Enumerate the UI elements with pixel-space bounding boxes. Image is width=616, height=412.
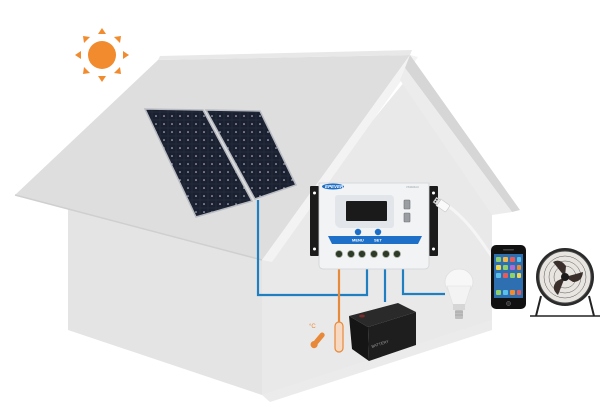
menu-button[interactable] bbox=[354, 228, 362, 236]
battery-label: BATTERY bbox=[371, 339, 390, 349]
controller-brand: EPEVER bbox=[325, 184, 344, 189]
set-button[interactable] bbox=[374, 228, 382, 236]
solar-panel-right bbox=[204, 109, 298, 200]
usb-port-2[interactable] bbox=[403, 212, 411, 223]
solar-panels bbox=[143, 108, 298, 218]
controller-bracket-right bbox=[429, 186, 438, 256]
smartphone-icon bbox=[491, 245, 526, 309]
temperature-unit: °C bbox=[309, 324, 316, 330]
wiring bbox=[256, 200, 495, 332]
lcd-display bbox=[346, 201, 387, 221]
roof-eave-line bbox=[14, 194, 263, 261]
house-ground-shadow bbox=[262, 320, 492, 402]
house-left-wall bbox=[68, 208, 262, 395]
usb-cable bbox=[446, 203, 495, 259]
menu-button-label: MENU bbox=[352, 238, 364, 243]
solar-panel-left bbox=[143, 108, 254, 218]
usb-plug-icon bbox=[432, 196, 451, 213]
led-bulb-icon bbox=[444, 268, 474, 319]
sun-icon bbox=[75, 28, 129, 82]
wire-solar-to-controller bbox=[256, 200, 369, 297]
wire-controller-to-load bbox=[401, 265, 445, 296]
usb-port-1[interactable] bbox=[403, 199, 411, 210]
thermometer-icon bbox=[310, 332, 325, 349]
controller-terminals bbox=[335, 250, 401, 258]
battery: BATTERY bbox=[349, 303, 416, 361]
controller-label-band bbox=[328, 236, 422, 244]
roof-right-underside bbox=[400, 68, 512, 215]
controller-bracket-left bbox=[310, 186, 319, 256]
charge-controller: EPEVER VS3024AU MENU SET bbox=[310, 182, 438, 270]
temperature-sensor: °C bbox=[309, 321, 344, 353]
roof-ridge bbox=[158, 50, 412, 60]
controller-model: VS3024AU bbox=[406, 185, 419, 189]
roof-gable-trim bbox=[262, 55, 418, 262]
set-button-label: SET bbox=[374, 238, 382, 243]
roof-right-trim bbox=[405, 55, 520, 212]
house bbox=[14, 50, 520, 402]
usb-fan-icon bbox=[530, 248, 600, 317]
